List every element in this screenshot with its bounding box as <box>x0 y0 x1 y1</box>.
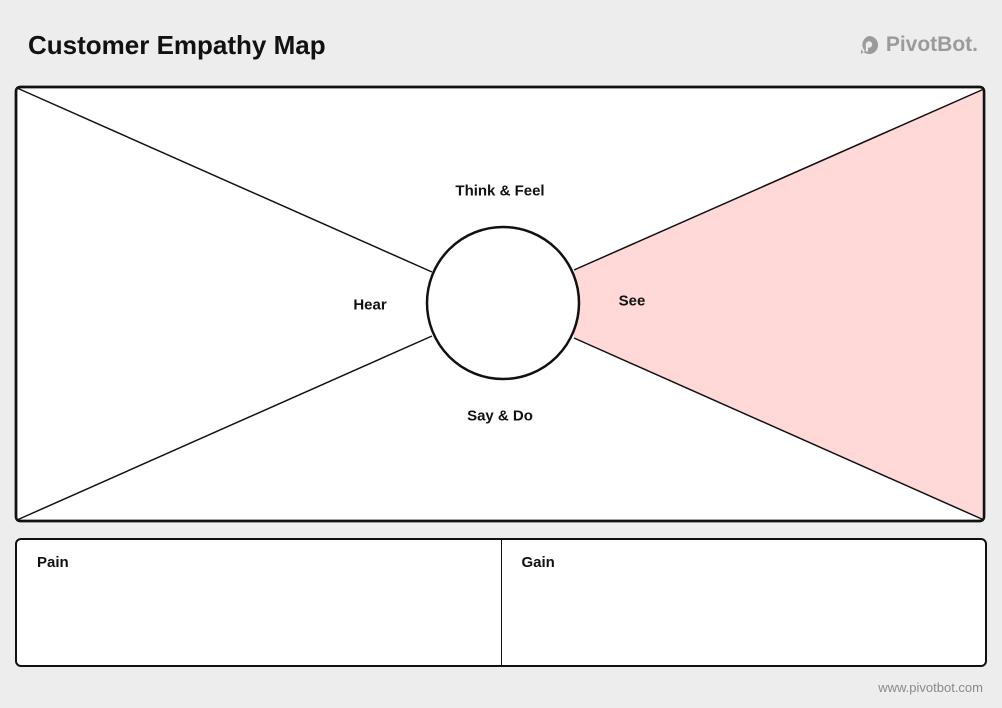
center-circle <box>425 225 581 381</box>
divider-line-top-right <box>573 88 985 271</box>
gain-section: Gain <box>500 540 986 665</box>
gain-label: Gain <box>521 554 555 571</box>
brand-name: PivotBot. <box>885 33 978 56</box>
see-label: See <box>618 292 646 310</box>
brand-logo: PivotBot. <box>859 32 978 58</box>
footer-url[interactable]: www.pivotbot.com <box>878 680 983 695</box>
divider-line-bottom-left <box>16 335 433 521</box>
pain-gain-panel: Pain Gain <box>15 538 987 667</box>
think-feel-label: Think & Feel <box>455 182 545 200</box>
divider-line-bottom-right <box>573 337 985 521</box>
hear-label: Hear <box>353 296 387 314</box>
see-section-highlight <box>574 89 984 520</box>
divider-line-top-left <box>16 87 433 273</box>
empathy-map-diagram <box>14 85 986 523</box>
pivotbot-logo-icon <box>860 35 878 54</box>
say-do-label: Say & Do <box>467 407 533 425</box>
page-title: Customer Empathy Map <box>28 30 326 60</box>
pain-section: Pain <box>17 540 501 665</box>
pain-label: Pain <box>37 554 69 571</box>
